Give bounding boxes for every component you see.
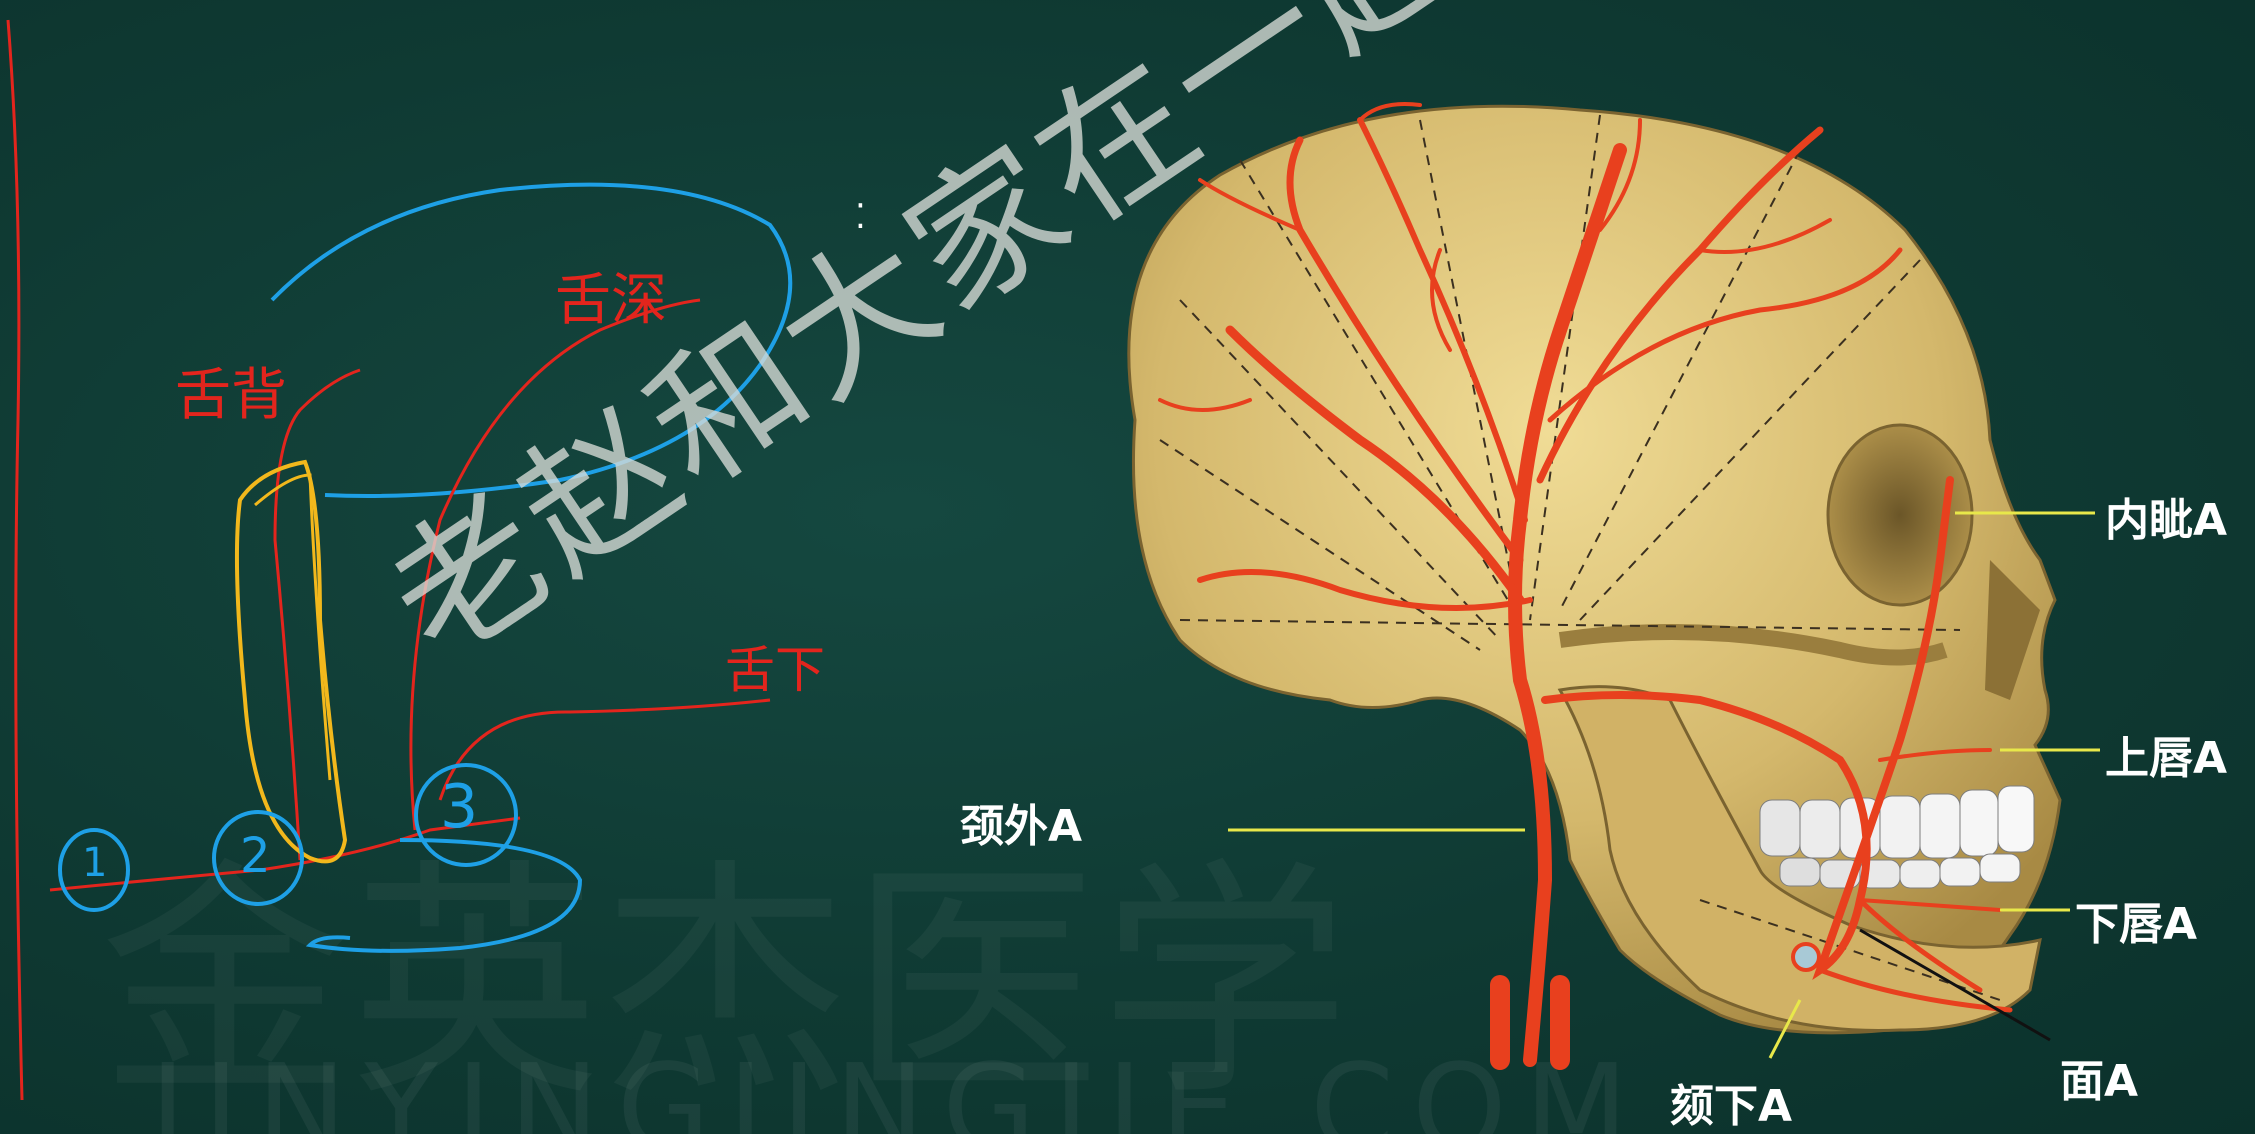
deep-lingual-line: [409, 298, 701, 831]
circle-1-outline: [58, 828, 130, 912]
circle-2-outline: [212, 810, 304, 906]
tongue-outline-loop: [270, 182, 793, 498]
sublingual-gland-outline: [305, 838, 583, 953]
label-tongue-deep: 舌深: [555, 268, 667, 333]
label-facial-artery: 面A: [2060, 1056, 2139, 1107]
yellow-highlight-inner: [254, 473, 332, 781]
artery-tree: [1158, 102, 2013, 1070]
orbit: [1826, 423, 1974, 607]
stray-mark: ⁚: [855, 197, 866, 237]
label-angular-artery: 内眦A: [2105, 495, 2228, 546]
leader-lines: [1228, 511, 2100, 1059]
nasal-cavity: [1985, 560, 2040, 700]
vertical-red-line: [6, 19, 24, 1101]
label-inferior-labial-artery: 下唇A: [2075, 899, 2198, 950]
label-external-carotid-artery: 颈外A: [960, 801, 1083, 852]
site-watermark: JINYINGJINGJIE.COM: [150, 1040, 1647, 1134]
label-superior-labial-artery: 上唇A: [2105, 733, 2228, 784]
circle-1-number: 1: [82, 840, 108, 886]
circle-3-outline: [414, 763, 518, 867]
circle-3-number: 3: [440, 772, 479, 842]
facial-leader: [1859, 928, 2051, 1042]
teeth: [1759, 785, 2035, 889]
label-sublingual: 舌下: [725, 641, 825, 699]
brand-watermark: 金英杰医学: [100, 780, 1350, 1134]
sublingual-line: [438, 698, 771, 801]
label-submental-artery: 颏下A: [1670, 1081, 1793, 1132]
dorsum-branch-line: [273, 368, 361, 861]
label-tongue-dorsum: 舌背: [175, 363, 287, 428]
zygomatic-arch: [1558, 624, 1948, 666]
circle-2-number: 2: [240, 828, 271, 884]
mandible: [1557, 685, 2042, 1032]
lingual-artery-line: [49, 816, 521, 892]
submental-point: [1791, 942, 1821, 972]
